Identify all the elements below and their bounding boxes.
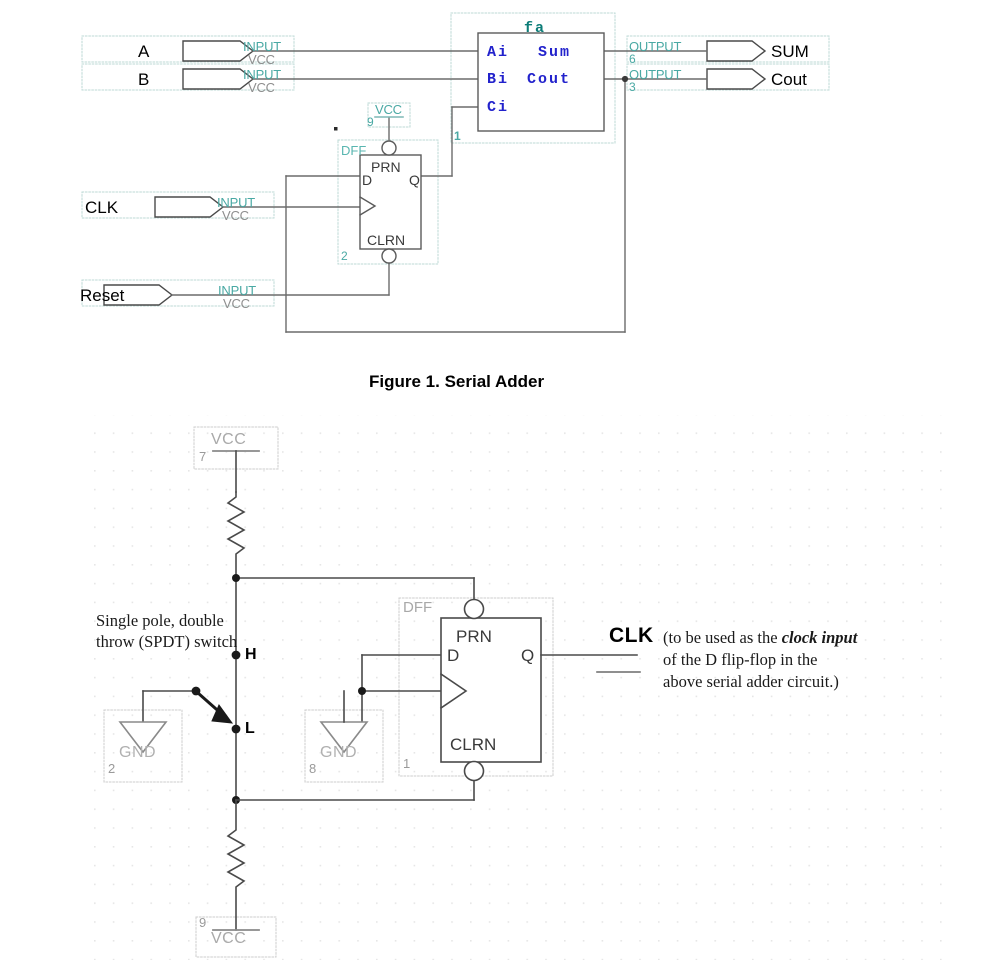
input-label-reset: Reset <box>80 286 125 305</box>
fig1-dff-block-name: DFF <box>341 143 367 158</box>
spdt-switch-caption: Single pole, double throw (SPDT) switch <box>96 611 238 652</box>
clk-note-emph: clock input <box>781 628 858 647</box>
fa-port-cout: Cout <box>527 71 572 88</box>
fa-port-sum: Sum <box>538 44 572 61</box>
fig2-dff-gnd-label: GND <box>320 744 358 761</box>
fig2-dff-block-name: DFF <box>403 599 433 616</box>
fa-port-bi: Bi <box>487 71 510 88</box>
fig2-bottom-vcc-node: 9 <box>199 915 207 930</box>
input-default-clk: VCC <box>222 208 249 223</box>
fig2-top-vcc-node: 7 <box>199 449 207 464</box>
output-type-sum: OUTPUT <box>629 39 682 54</box>
fa-block-name: fa <box>524 20 547 37</box>
fig2-dff-port-clrn: CLRN <box>450 735 497 754</box>
switch-position-low: L <box>245 720 255 737</box>
output-node-sum: 6 <box>629 52 636 66</box>
input-default-b: VCC <box>248 80 275 95</box>
fig2-switch-gnd-node: 2 <box>108 761 116 776</box>
clk-output-label: CLK <box>609 624 654 647</box>
fig2-dff-node: 1 <box>403 756 411 771</box>
input-type-a: INPUT <box>243 39 282 54</box>
input-label-a: A <box>138 42 150 61</box>
input-default-a: VCC <box>248 52 275 67</box>
switch-position-high: H <box>245 646 257 663</box>
fig1-wire-node-label: 1 <box>454 129 461 143</box>
fig1-dff-port-prn: PRN <box>371 159 401 175</box>
fig1-dff-port-clrn: CLRN <box>367 232 406 248</box>
input-default-reset: VCC <box>223 296 250 311</box>
fig2-dff-port-prn: PRN <box>456 627 492 646</box>
fig1-dff-node: 2 <box>341 249 348 263</box>
fig1-dff-port-d: D <box>362 172 373 188</box>
clk-note-pre: (to be used as the <box>663 628 782 647</box>
fig2-bottom-vcc-label: VCC <box>211 930 247 947</box>
fig2-top-vcc-label: VCC <box>211 431 247 448</box>
fa-port-ai: Ai <box>487 44 510 61</box>
input-type-clk: INPUT <box>217 195 256 210</box>
input-label-clk: CLK <box>85 198 119 217</box>
clk-annotation: (to be used as the clock input of the D … <box>663 628 963 692</box>
fig1-vcc-label: VCC <box>375 102 402 117</box>
output-node-cout: 3 <box>629 80 636 94</box>
fig1-vcc-node: 9 <box>367 115 374 129</box>
fig2-dff-port-d: D <box>447 646 460 665</box>
fa-port-ci: Ci <box>487 99 510 116</box>
fig2-switch-gnd-label: GND <box>119 744 157 761</box>
fig2-dff-port-q: Q <box>521 646 535 665</box>
output-label-cout: Cout <box>771 70 807 89</box>
fig1-dff-port-q: Q <box>409 172 420 188</box>
fig2-dff-gnd-node: 8 <box>309 761 317 776</box>
clk-note-line2: of the D flip-flop in the <box>663 650 818 669</box>
input-type-reset: INPUT <box>218 283 257 298</box>
clk-note-line3: above serial adder circuit.) <box>663 672 839 691</box>
output-label-sum: SUM <box>771 42 809 61</box>
figure1-caption: Figure 1. Serial Adder <box>369 372 545 391</box>
input-label-b: B <box>138 70 150 89</box>
output-type-cout: OUTPUT <box>629 67 682 82</box>
input-type-b: INPUT <box>243 67 282 82</box>
